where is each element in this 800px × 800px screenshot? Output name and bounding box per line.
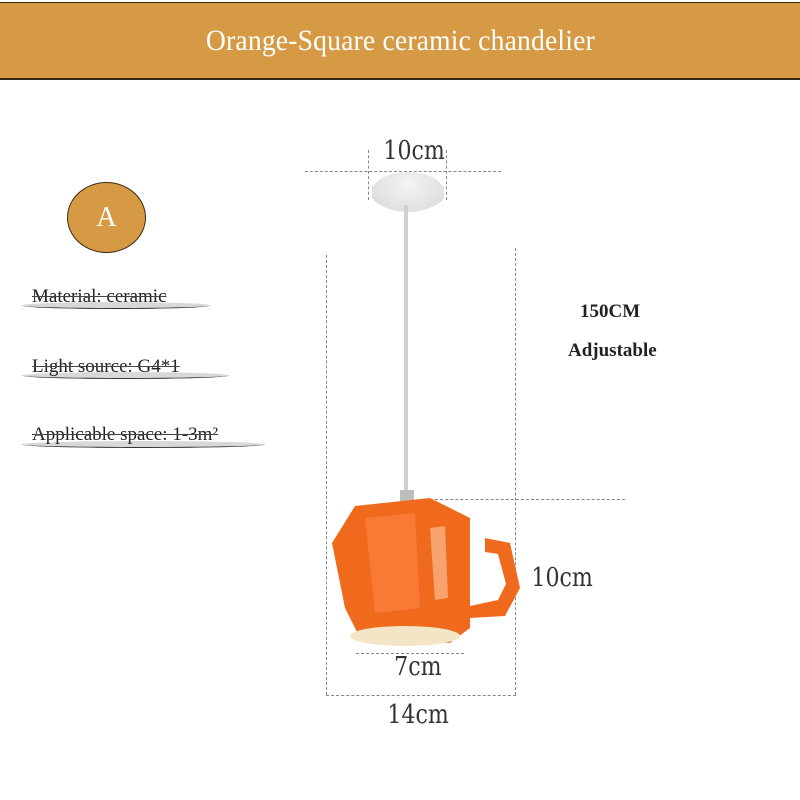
shade-bottom-guide [356,653,464,654]
cord-length-label: 150CM [580,301,641,322]
overall-guide-bottom [326,695,516,696]
canopy-guide-right [446,150,447,200]
variant-badge: A [67,182,146,253]
spec-applicable-space: Applicable space: 1-3m² [32,424,219,445]
overall-guide-right [515,248,516,695]
suspension-cord [404,205,408,495]
ceiling-canopy [372,172,444,212]
title-banner: Orange-Square ceramic chandelier [0,2,800,80]
spec-underline [22,372,229,379]
spec-underline [22,441,265,448]
spec-material: Material: ceramic [32,286,167,307]
shade-top-guide [430,499,625,500]
variant-letter: A [96,201,117,233]
shade-height-label: 10cm [531,563,593,593]
ceramic-cup-lamp-shade [332,490,520,646]
canopy-guide-line [305,171,501,172]
spec-underline [22,302,210,309]
canopy-width-label: 10cm [383,136,445,166]
overall-guide-left [326,255,327,695]
cord-adjustable-note: Adjustable [568,340,657,361]
canopy-guide-left [368,150,369,200]
page-title: Orange-Square ceramic chandelier [205,23,595,57]
shade-bottom-label: 7cm [394,652,442,682]
spec-light-source: Light source: G4*1 [32,356,180,377]
overall-width-label: 14cm [387,700,449,730]
